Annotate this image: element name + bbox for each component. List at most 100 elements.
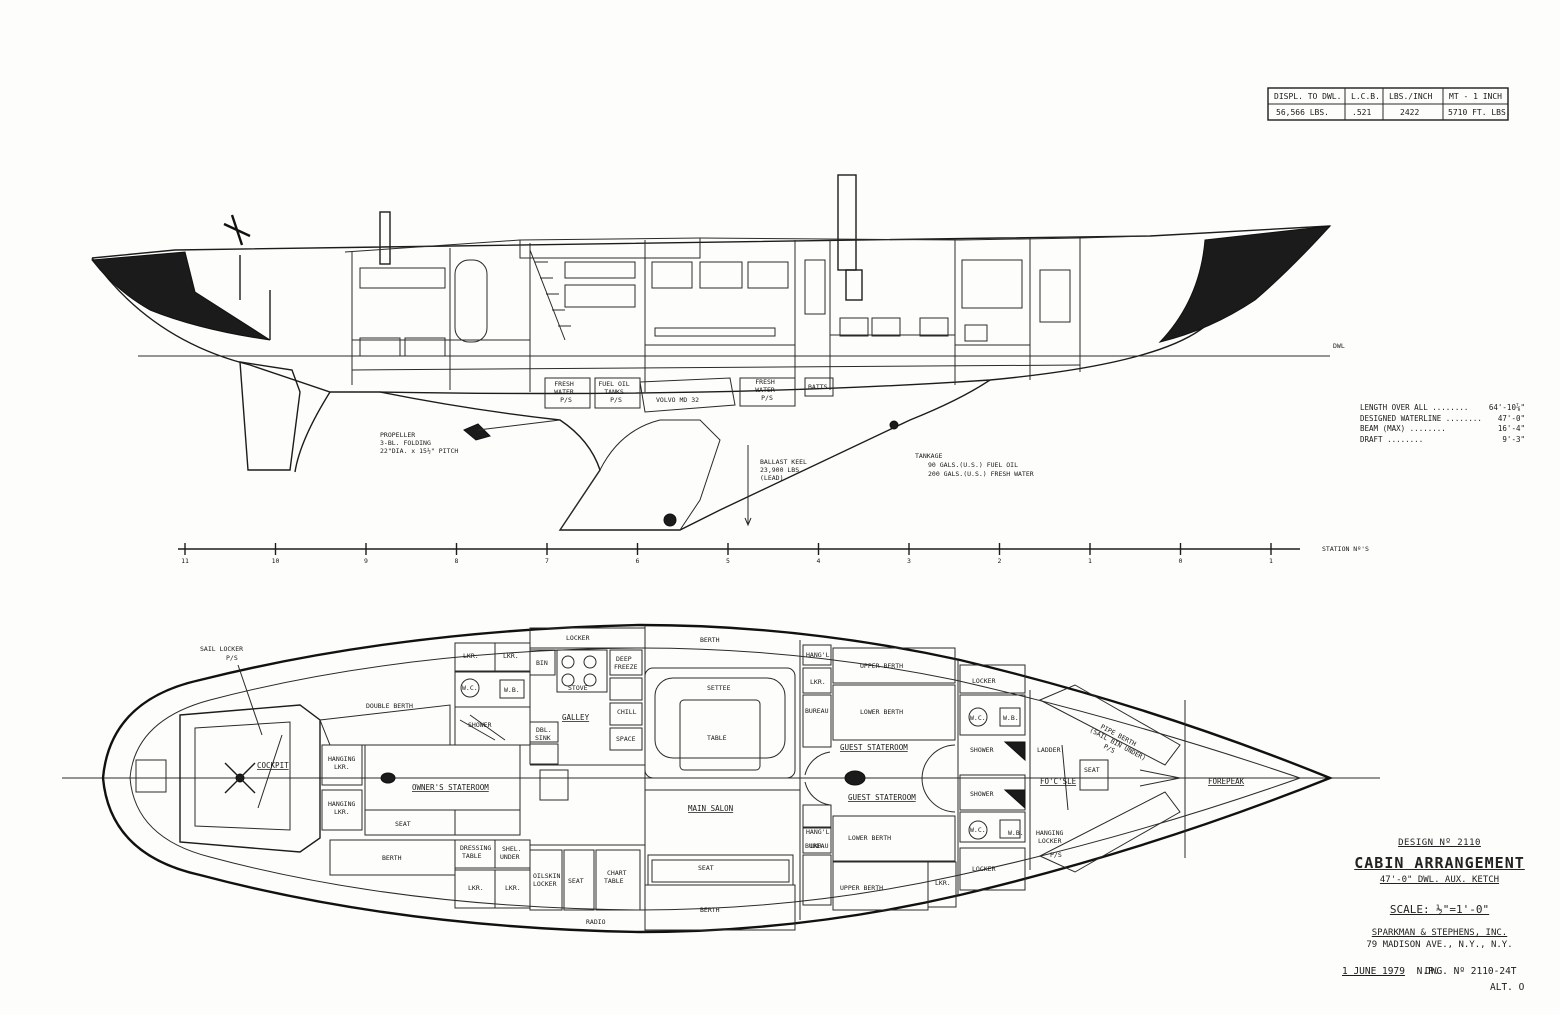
svg-text:SPACE: SPACE bbox=[616, 735, 636, 743]
svg-text:SEAT: SEAT bbox=[395, 820, 411, 828]
svg-text:LOCKER: LOCKER bbox=[972, 677, 996, 685]
svg-text:LKR.: LKR. bbox=[810, 678, 826, 686]
dimension-row: DESIGNED WATERLINE ........ 47'-0" bbox=[1360, 414, 1525, 425]
svg-text:OWNER'S STATEROOM: OWNER'S STATEROOM bbox=[412, 783, 489, 792]
fresh-water-tank-fwd-label: FRESH WATER P/S bbox=[755, 378, 779, 402]
hydrostatics-table: DISPL. TO DWL. L.C.B. LBS./INCH MT - 1 I… bbox=[1267, 87, 1511, 121]
svg-text:W.C.: W.C. bbox=[462, 684, 478, 692]
drawing-scale: SCALE: ½"=1'-0" bbox=[1389, 903, 1490, 916]
ballast-keel-note: BALLAST KEEL 23,900 LBS. (LEAD) bbox=[760, 458, 811, 482]
station-number: 5 bbox=[726, 557, 730, 565]
svg-text:W.C.: W.C. bbox=[970, 826, 986, 834]
station-number: 8 bbox=[455, 557, 459, 565]
dimension-row: LENGTH OVER ALL ........ 64'-10⅞" bbox=[1360, 403, 1525, 414]
dimension-row: BEAM (MAX) ........16'-4" bbox=[1360, 424, 1525, 435]
drawing-title: CABIN ARRANGEMENT bbox=[1354, 854, 1525, 872]
plan-view bbox=[62, 623, 1380, 934]
svg-text:HANGING LOCKER P/S: HANGING LOCKER P/S bbox=[1036, 829, 1067, 859]
fresh-water-tank-aft-label: FRESH WATER P/S bbox=[554, 380, 578, 404]
dimension-value: 47'-0" bbox=[1497, 413, 1525, 423]
drawing-number: DWG. Nº 2110-24T bbox=[1425, 966, 1517, 977]
svg-text:DBL.SINK: DBL.SINK bbox=[535, 726, 552, 742]
dwl-label: DWL bbox=[1333, 342, 1345, 350]
svg-text:BERTH: BERTH bbox=[700, 636, 720, 644]
station-number: 2 bbox=[998, 557, 1002, 565]
station-number: 10 bbox=[272, 557, 280, 565]
svg-text:BERTH: BERTH bbox=[700, 906, 720, 914]
station-number: 1 bbox=[1088, 557, 1092, 565]
svg-text:TABLE: TABLE bbox=[707, 734, 727, 742]
svg-text:SETTEE: SETTEE bbox=[707, 684, 731, 692]
fuel-oil-tank-label: FUEL OIL TANKS P/S bbox=[598, 380, 633, 404]
table-value-displacement: 56,566 LBS. bbox=[1276, 108, 1329, 117]
svg-text:BERTH: BERTH bbox=[382, 854, 402, 862]
svg-text:LKR.: LKR. bbox=[935, 879, 951, 887]
svg-text:SEAT: SEAT bbox=[698, 864, 714, 872]
table-header-lbs-inch: LBS./INCH bbox=[1389, 92, 1433, 101]
svg-text:LOWER BERTH: LOWER BERTH bbox=[860, 708, 903, 716]
dimension-value: 9'-3" bbox=[1502, 434, 1525, 444]
svg-text:FO'C'SLE: FO'C'SLE bbox=[1040, 777, 1077, 786]
svg-text:PIPE BERTH (SAIL BIN UND: PIPE BERTH (SAIL BIN UNDER) P/S bbox=[1084, 719, 1154, 771]
drawing-date: 1 JUNE 1979 N.P. bbox=[1342, 966, 1440, 977]
batteries-label: BATTS bbox=[808, 383, 828, 391]
svg-text:GUEST STATEROOM: GUEST STATEROOM bbox=[848, 793, 916, 802]
svg-text:LADDER: LADDER bbox=[1037, 746, 1061, 754]
svg-text:BUREAU: BUREAU bbox=[805, 842, 829, 850]
dimension-row: DRAFT ........9'-3" bbox=[1360, 435, 1525, 446]
station-number: 1 bbox=[1269, 557, 1273, 565]
svg-text:CHILL: CHILL bbox=[617, 708, 637, 716]
svg-text:LOCKER: LOCKER bbox=[972, 865, 996, 873]
table-header-displacement: DISPL. TO DWL. bbox=[1274, 92, 1341, 101]
station-number: 0 bbox=[1179, 557, 1183, 565]
svg-text:SHOWER: SHOWER bbox=[970, 790, 994, 798]
table-header-lcb: L.C.B. bbox=[1351, 92, 1380, 101]
svg-text:GUEST STATEROOM: GUEST STATEROOM bbox=[840, 743, 908, 752]
station-number: 11 bbox=[181, 557, 189, 565]
svg-text:HANG'L: HANG'L bbox=[806, 828, 830, 836]
dimension-label: BEAM (MAX) ........ bbox=[1360, 424, 1446, 433]
engine-label: VOLVO MD 32 bbox=[656, 396, 699, 404]
svg-text:DOUBLE BERTH: DOUBLE BERTH bbox=[366, 702, 413, 710]
svg-text:COCKPIT: COCKPIT bbox=[257, 761, 289, 770]
table-value-mt-inch: 5710 FT. LBS. bbox=[1448, 108, 1511, 117]
design-number: DESIGN Nº 2110 bbox=[1398, 838, 1481, 848]
station-number: 9 bbox=[364, 557, 368, 565]
dimension-label: LENGTH OVER ALL ........ bbox=[1360, 403, 1469, 412]
profile-view: DWL bbox=[91, 174, 1345, 531]
drawing-subtitle: 47'-0" DWL. AUX. KETCH bbox=[1379, 875, 1500, 885]
station-number: 6 bbox=[636, 557, 640, 565]
svg-text:W.B.: W.B. bbox=[504, 686, 520, 694]
svg-text:LKR.: LKR. bbox=[505, 884, 521, 892]
station-label: STATION Nº'S bbox=[1322, 545, 1369, 553]
station-number: 3 bbox=[907, 557, 911, 565]
tankage-note: TANKAGE 90 GALS.(U.S.) FUEL OIL 200 GALS… bbox=[915, 452, 1034, 478]
svg-text:W.C.: W.C. bbox=[970, 714, 986, 722]
table-value-lbs-inch: 2422 bbox=[1400, 108, 1419, 117]
firm-address: 79 MADISON AVE., N.Y., N.Y. bbox=[1366, 940, 1513, 950]
design-firm: SPARKMAN & STEPHENS, INC. bbox=[1371, 928, 1508, 938]
svg-text:SHOWER: SHOWER bbox=[970, 746, 994, 754]
svg-text:RADIO: RADIO bbox=[586, 918, 606, 926]
svg-text:LKR.: LKR. bbox=[810, 842, 826, 850]
svg-text:W.B.: W.B. bbox=[1008, 829, 1024, 837]
station-number: 4 bbox=[817, 557, 821, 565]
table-value-lcb: .521 bbox=[1352, 108, 1371, 117]
dimension-value: 64'-10⅞" bbox=[1488, 403, 1525, 412]
title-block: DESIGN Nº 2110 CABIN ARRANGEMENT 47'-0" … bbox=[1332, 838, 1547, 950]
svg-text:GALLEY: GALLEY bbox=[562, 713, 590, 722]
svg-text:MAIN SALON: MAIN SALON bbox=[688, 804, 733, 813]
dimension-label: DESIGNED WATERLINE ........ bbox=[1360, 413, 1482, 423]
propeller-note: PROPELLER 3-BL. FOLDING 22"DIA. x 15½" P… bbox=[380, 431, 458, 455]
svg-text:FOREPEAK: FOREPEAK bbox=[1208, 777, 1245, 786]
svg-text:BUREAU: BUREAU bbox=[805, 707, 829, 715]
